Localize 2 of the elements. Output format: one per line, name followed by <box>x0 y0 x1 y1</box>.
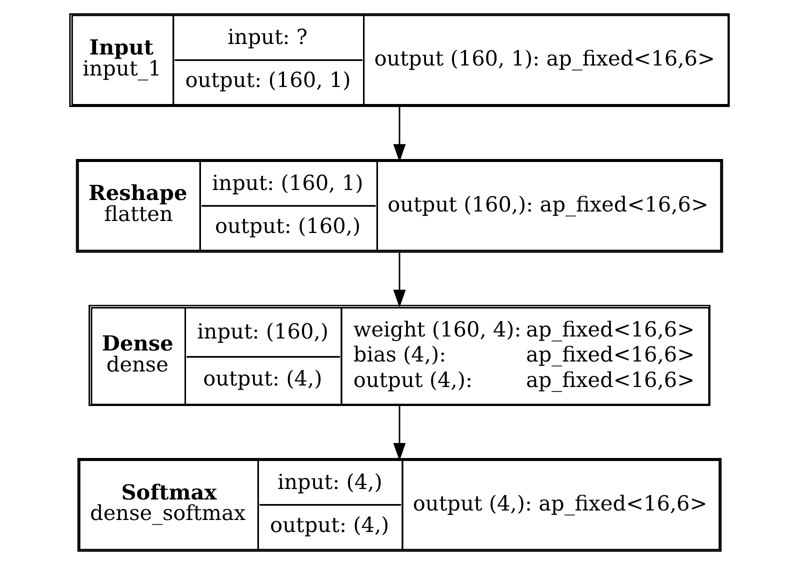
arrow <box>392 252 406 308</box>
arrow <box>392 405 406 461</box>
